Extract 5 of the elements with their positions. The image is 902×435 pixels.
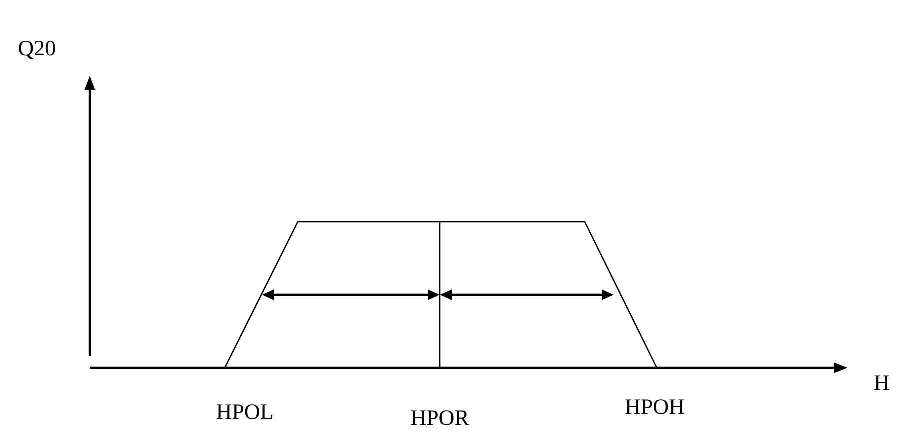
axis-label: Q20	[19, 40, 56, 60]
tick-label: HPOL	[216, 404, 272, 420]
tick-label: HPOH	[626, 400, 684, 414]
axis-label: H	[874, 376, 890, 390]
tick-label: HPOR	[411, 410, 470, 426]
